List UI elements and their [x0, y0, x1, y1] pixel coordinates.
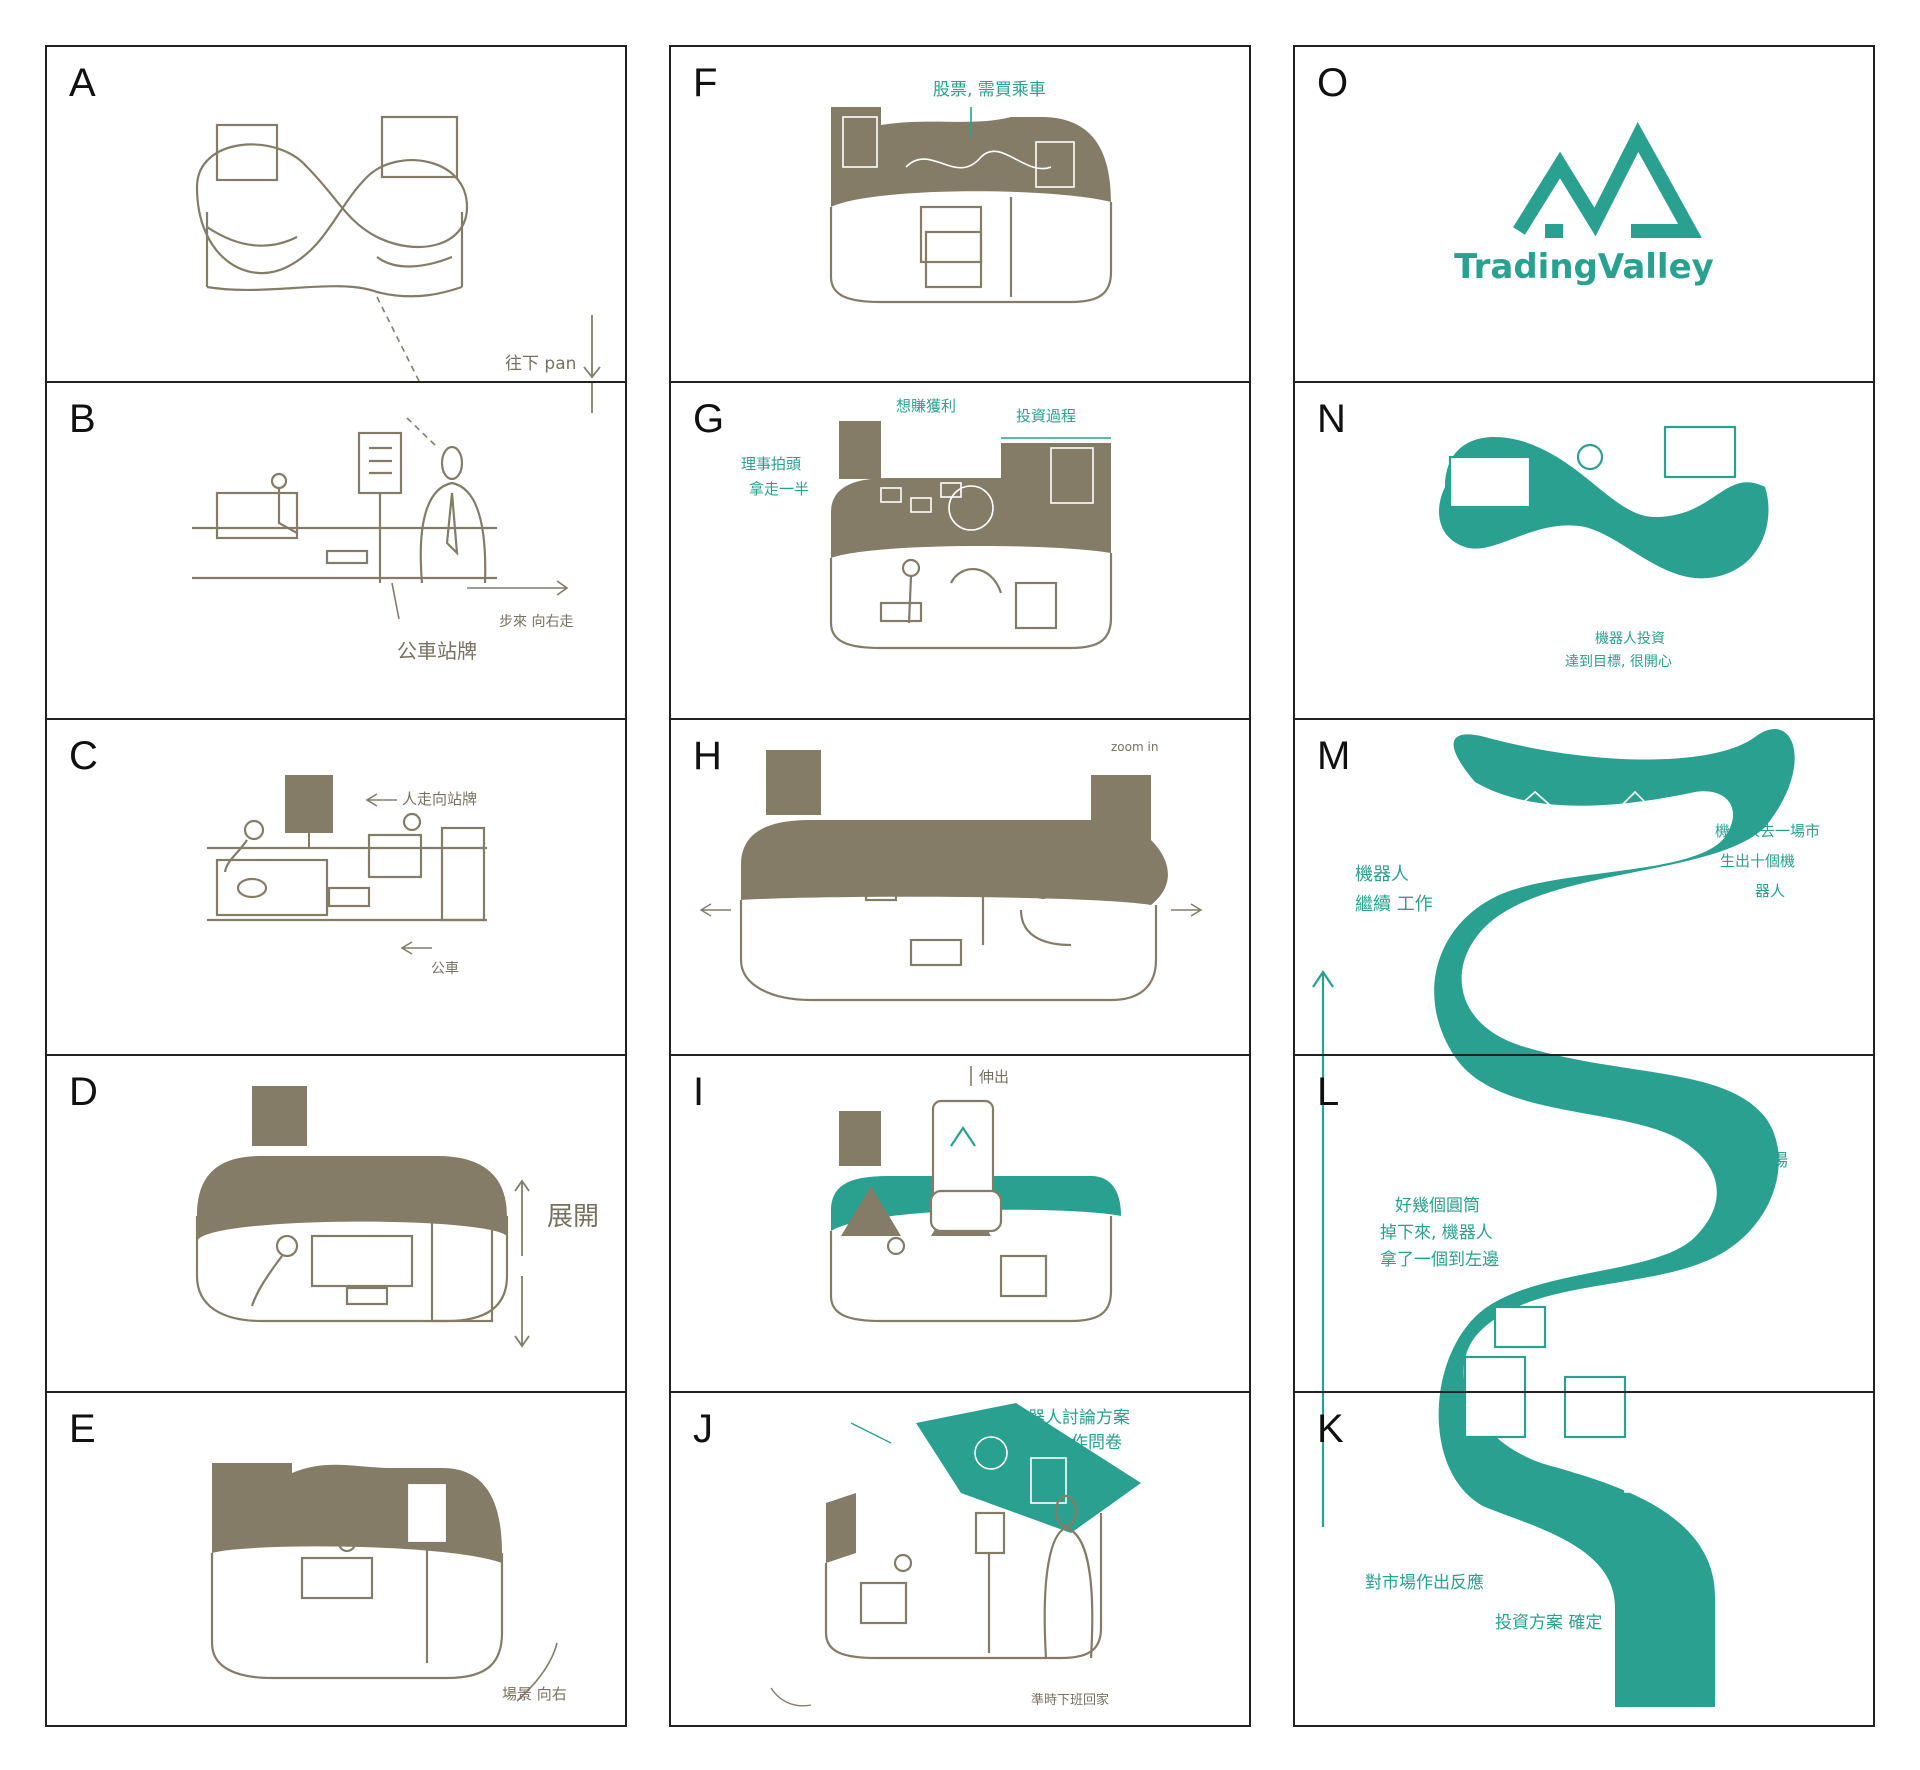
note-market-reaction: 對市場作出反應 [1365, 1572, 1484, 1593]
note-robot-invest: 機器人投資 [1595, 631, 1665, 648]
note-cylinders: 好幾個圓筒 [1395, 1196, 1480, 1217]
note-zoom-in: zoom in [1111, 739, 1159, 754]
panel-j: J 機器人討論方案 作問卷 準時下班回家 [671, 1393, 1249, 1729]
note-conveyor: 輸送帶 [1650, 1081, 1701, 1102]
panel-g: G 想賺獲利 投資過程 理事拍頭 拿走一半 [671, 383, 1249, 720]
note-reach-goal: 達到目標, 很開心 [1565, 654, 1672, 671]
panel-c: C 人走向站牌 公車 [47, 720, 625, 1057]
storyboard-column-right: O TradingValley N 機器人投資 達到目標, 很開心 M 機器人去… [1293, 45, 1875, 1727]
panel-letter: C [69, 733, 98, 778]
panel-n: N 機器人投資 達到目標, 很開心 [1295, 383, 1873, 720]
panel-k: K 對市場作出反應 投資方案 確定 [1295, 1393, 1873, 1729]
note-robots-cont: 器人 [1755, 881, 1786, 900]
note-bus: 公車 [431, 960, 459, 977]
panel-letter: G [693, 397, 725, 442]
zoom-in-office-sketch [699, 749, 1203, 1001]
panel-letter: H [693, 733, 722, 778]
infinity-city-sketch [195, 115, 601, 382]
note-fall-down: 掉下來, 機器人 [1380, 1223, 1493, 1244]
panel-letter: N [1317, 397, 1346, 442]
note-want-profit: 想賺獲利 [896, 397, 957, 416]
note-pat-head: 理事拍頭 [741, 455, 802, 474]
note-take-half: 拿走一半 [749, 480, 810, 499]
note-robot: 機器人 [1355, 863, 1409, 885]
panel-o: O TradingValley [1295, 47, 1873, 384]
panel-letter: I [693, 1070, 705, 1115]
panel-letter: B [69, 397, 96, 442]
panel-letter: E [69, 1406, 96, 1451]
robot-valley-path-illustration [1312, 425, 1795, 1707]
mountain-logo-icon [1513, 122, 1702, 238]
panel-e: E 場景 向右 [47, 1393, 625, 1729]
panel-l: L 輸送帶 全球市場 好幾個圓筒 掉下來, 機器人 拿了一個到左邊 [1295, 1056, 1873, 1393]
logo-wordmark: TradingValley [1454, 247, 1714, 287]
note-stock: 股票, 需買乘車 [933, 80, 1046, 100]
note-questionnaire: 作問卷 [1071, 1432, 1122, 1453]
scene-expand-sketch [195, 1086, 530, 1348]
office-scene-right-sketch [210, 1462, 558, 1702]
note-robot-discuss: 機器人討論方案 [1011, 1407, 1130, 1428]
note-robot-market: 機器人去一場市 [1715, 821, 1821, 840]
panel-letter: L [1317, 1070, 1340, 1115]
note-extend: 伸出 [979, 1068, 1010, 1087]
note-walk-to-stop: 人走向站牌 [402, 789, 478, 808]
walk-to-stop-sketch [207, 774, 487, 955]
panel-h: H zoom in [671, 720, 1249, 1057]
note-scene-right: 場景 向右 [502, 1684, 567, 1703]
panel-letter: A [69, 61, 96, 105]
panel-d: D 展開 [47, 1056, 625, 1393]
panel-letter: F [693, 61, 718, 105]
panel-i: I 伸出 [671, 1056, 1249, 1393]
note-bus-stop: 公車站牌 [397, 639, 477, 664]
investment-process-sketch [829, 421, 1113, 650]
storyboard-column-middle: F 股票, 需買乘車 G [669, 45, 1251, 1727]
note-expand: 展開 [547, 1202, 600, 1233]
note-walk-right: 步來 向右走 [499, 614, 574, 631]
stock-office-sketch [829, 107, 1113, 304]
note-investment-process: 投資過程 [1016, 407, 1077, 426]
panel-letter: O [1317, 61, 1349, 105]
note-keep-working: 繼續 工作 [1355, 893, 1433, 915]
note-spawn-robots: 生出十個機 [1720, 851, 1796, 870]
note-take-left: 拿了一個到左邊 [1380, 1250, 1499, 1271]
note-off-work: 準時下班回家 [1031, 1692, 1110, 1708]
panel-m: M 機器人去一場市 生出十個機 器人 機器人 繼續 工作 [1295, 720, 1873, 1057]
robot-questionnaire-sketch [770, 1402, 1141, 1707]
note-pan-down: 往下 pan [505, 354, 577, 374]
note-plan-confirmed: 投資方案 確定 [1495, 1612, 1603, 1633]
panel-a: A 往下 pan [47, 47, 625, 384]
note-global-market: 全球市場 [1720, 1151, 1788, 1172]
panel-letter: D [69, 1070, 98, 1115]
office-bus-stop-sketch [192, 383, 593, 620]
robot-app-emerges-sketch [829, 1066, 1121, 1323]
storyboard-column-left: A 往下 pan B [45, 45, 627, 1727]
panel-letter: J [693, 1406, 713, 1451]
panel-letter: M [1317, 733, 1351, 778]
panel-b: B 公車站牌 步來 向右走 [47, 383, 625, 720]
panel-letter: K [1317, 1406, 1344, 1451]
panel-f: F 股票, 需買乘車 [671, 47, 1249, 384]
